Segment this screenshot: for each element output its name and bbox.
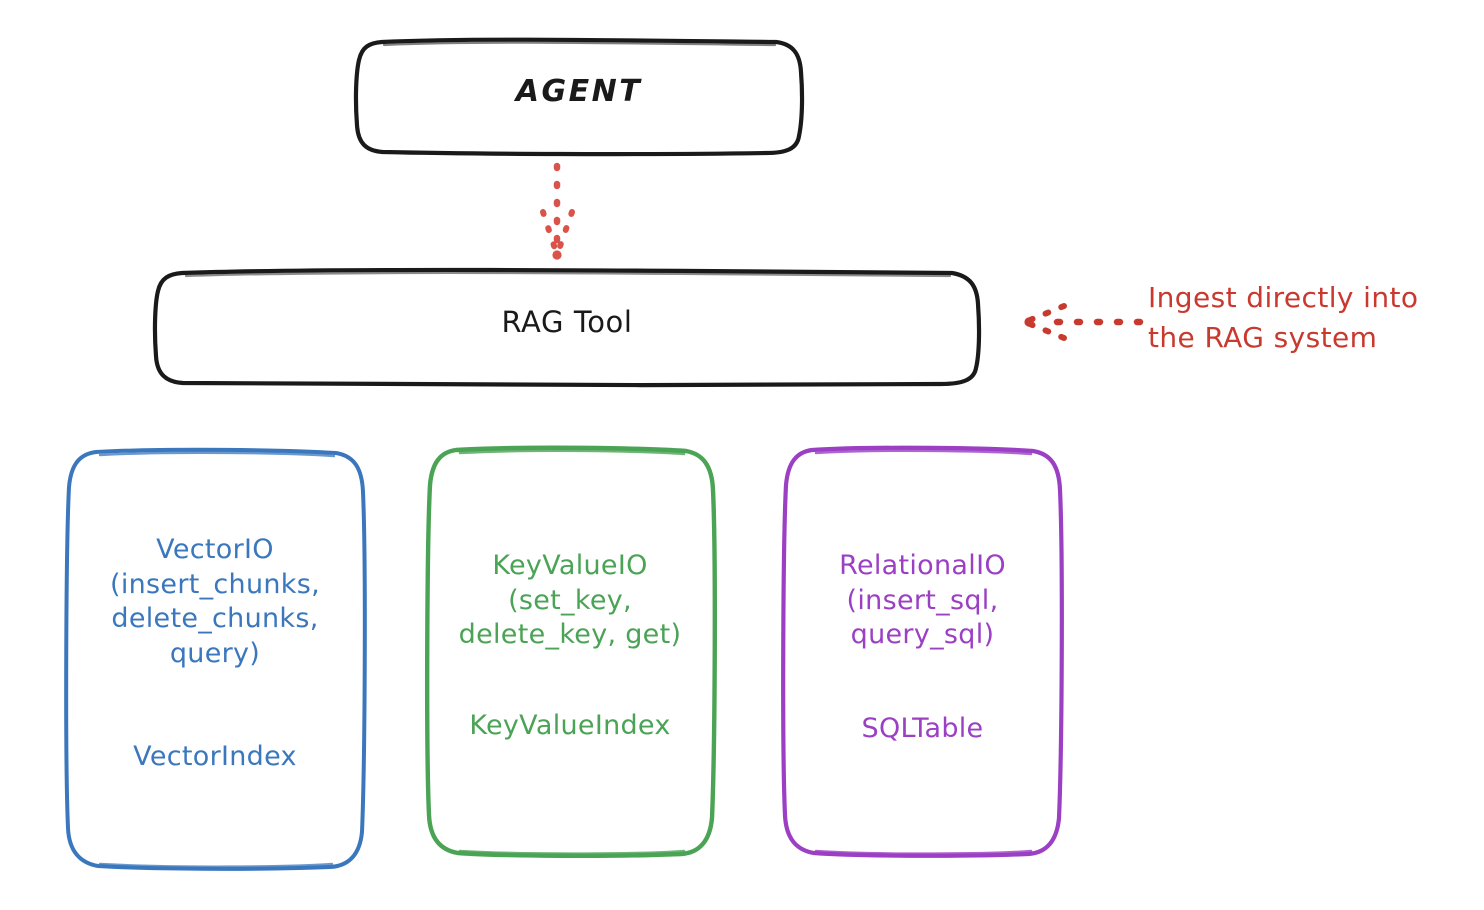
agent-to-rag-connector [540, 162, 575, 260]
keyvalue-index-label: KeyValueIndex [469, 710, 671, 741]
vector-io-label: VectorIO (insert_chunks, delete_chunks, … [110, 534, 320, 669]
keyvalue-store-box[interactable] [424, 445, 718, 859]
agent-label: AGENT [515, 74, 643, 109]
agent-box[interactable] [353, 37, 805, 157]
keyvalue-io-label: KeyValueIO (set_key, delete_key, get) [458, 550, 682, 651]
relational-io-label: RelationalIO (insert_sql, query_sql) [839, 550, 1006, 651]
ingest-connector [1024, 303, 1144, 341]
vector-store-box[interactable] [64, 447, 367, 871]
relational-index-label: SQLTable [861, 713, 984, 744]
rag-tool-box[interactable] [152, 267, 982, 388]
ingest-annotation-text: Ingest directly into the RAG system [1148, 281, 1419, 354]
vector-index-label: VectorIndex [133, 741, 297, 772]
rag-tool-label: RAG Tool [501, 305, 633, 339]
relational-store-box[interactable] [781, 445, 1064, 858]
